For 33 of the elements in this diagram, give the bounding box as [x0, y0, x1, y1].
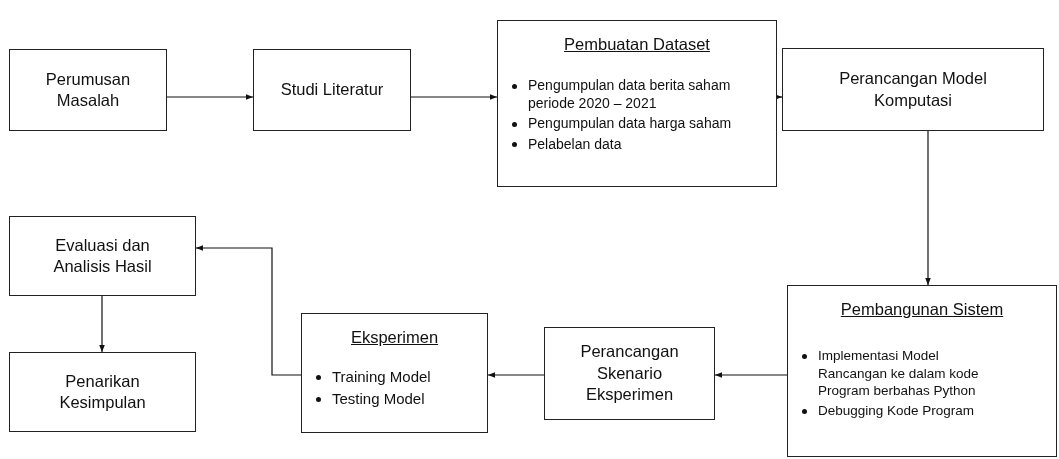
arrow	[775, 94, 783, 100]
bullet-text: Pelabelan data	[528, 135, 622, 152]
bullet-text: Implementasi Model Rancangan ke dalam kode Program berbahas Python	[818, 348, 979, 399]
box-label: Evaluasi dan Analisis Hasil	[52, 234, 153, 277]
process-box	[782, 48, 1044, 131]
box-label: Penarikan Kesimpulan	[58, 370, 147, 413]
process-box	[497, 20, 777, 187]
process-box	[9, 49, 167, 131]
process-box	[301, 313, 488, 433]
arrow	[714, 372, 788, 378]
bullet-text: Debugging Kode Program	[818, 402, 975, 418]
box-heading: Eksperimen	[350, 328, 439, 347]
bullet-text: Training Model	[332, 368, 431, 385]
box-label: Perancangan Skenario Eksperimen	[579, 341, 680, 406]
box-label: Perancangan Model Komputasi	[838, 68, 988, 111]
process-box	[544, 327, 715, 420]
arrow	[410, 94, 498, 100]
bullet-text: Pengumpulan data berita saham periode 2020 – 2021	[528, 77, 731, 112]
arrow	[166, 94, 254, 100]
box-heading: Pembuatan Dataset	[564, 35, 710, 54]
box-heading: Pembangunan Sistem	[840, 300, 1004, 319]
arrow	[195, 245, 302, 376]
process-box	[253, 49, 411, 131]
process-box	[787, 285, 1057, 457]
box-label: Perumusan Masalah	[44, 68, 132, 111]
bullet-text: Pengumpulan data harga saham	[528, 115, 732, 132]
arrow	[99, 295, 105, 353]
bullet-text: Testing Model	[332, 389, 425, 407]
box-label: Studi Literatur	[280, 79, 384, 101]
arrow	[487, 372, 545, 378]
arrow	[925, 130, 931, 286]
process-box	[9, 216, 196, 296]
process-box	[9, 352, 196, 432]
